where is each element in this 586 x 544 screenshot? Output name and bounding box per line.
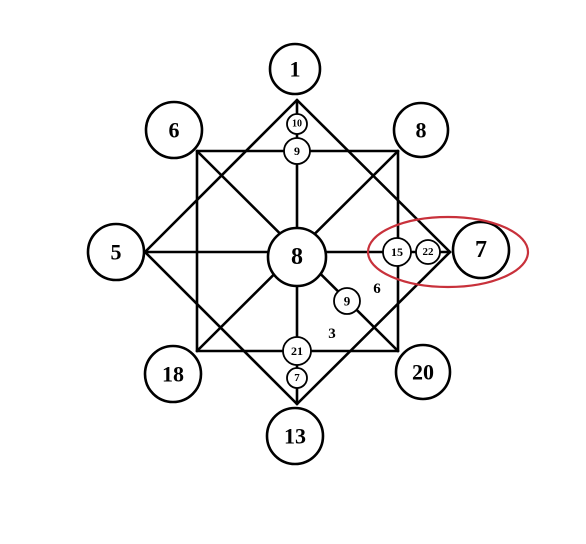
edge-label-upper: 6	[373, 281, 381, 297]
node-mid-right-inner: 15	[382, 237, 412, 267]
node-mid-diag: 9	[333, 287, 361, 315]
node-top-left: 6	[144, 100, 204, 160]
node-mid-bottom-lower-label: 7	[294, 372, 300, 384]
node-mid-diag-label: 9	[344, 294, 351, 309]
node-mid-top-upper-label: 10	[292, 119, 302, 130]
node-mid-bottom-lower: 7	[286, 367, 308, 389]
node-mid-top-lower-label: 9	[294, 144, 300, 158]
node-right-label: 7	[475, 237, 487, 263]
node-left: 5	[86, 222, 146, 282]
node-bottom-right-label: 20	[412, 360, 434, 385]
highlight-ellipse	[366, 215, 530, 289]
node-mid-right-inner-label: 15	[391, 245, 403, 259]
node-center-label: 8	[291, 244, 303, 270]
node-bottom-label: 13	[284, 424, 306, 449]
node-mid-top-lower: 9	[283, 137, 311, 165]
node-mid-top-upper: 10	[286, 113, 308, 135]
node-top-right: 8	[392, 101, 450, 159]
node-mid-bottom-upper-label: 21	[291, 344, 303, 358]
node-mid-right-outer-label: 22	[423, 246, 435, 258]
edge-label-lower: 3	[328, 326, 336, 342]
node-top: 1	[268, 42, 322, 96]
node-top-right-label: 8	[416, 118, 427, 143]
node-bottom-right: 20	[394, 343, 452, 401]
node-center: 8	[266, 226, 328, 288]
node-top-label: 1	[290, 57, 301, 82]
node-left-label: 5	[111, 240, 122, 265]
node-bottom: 13	[265, 406, 325, 466]
node-mid-bottom-upper: 21	[282, 336, 312, 366]
node-mid-right-outer: 22	[415, 239, 441, 265]
node-bottom-left-label: 18	[162, 362, 184, 387]
node-top-left-label: 6	[169, 118, 180, 143]
node-right: 7	[451, 220, 511, 280]
node-bottom-left: 18	[143, 344, 203, 404]
